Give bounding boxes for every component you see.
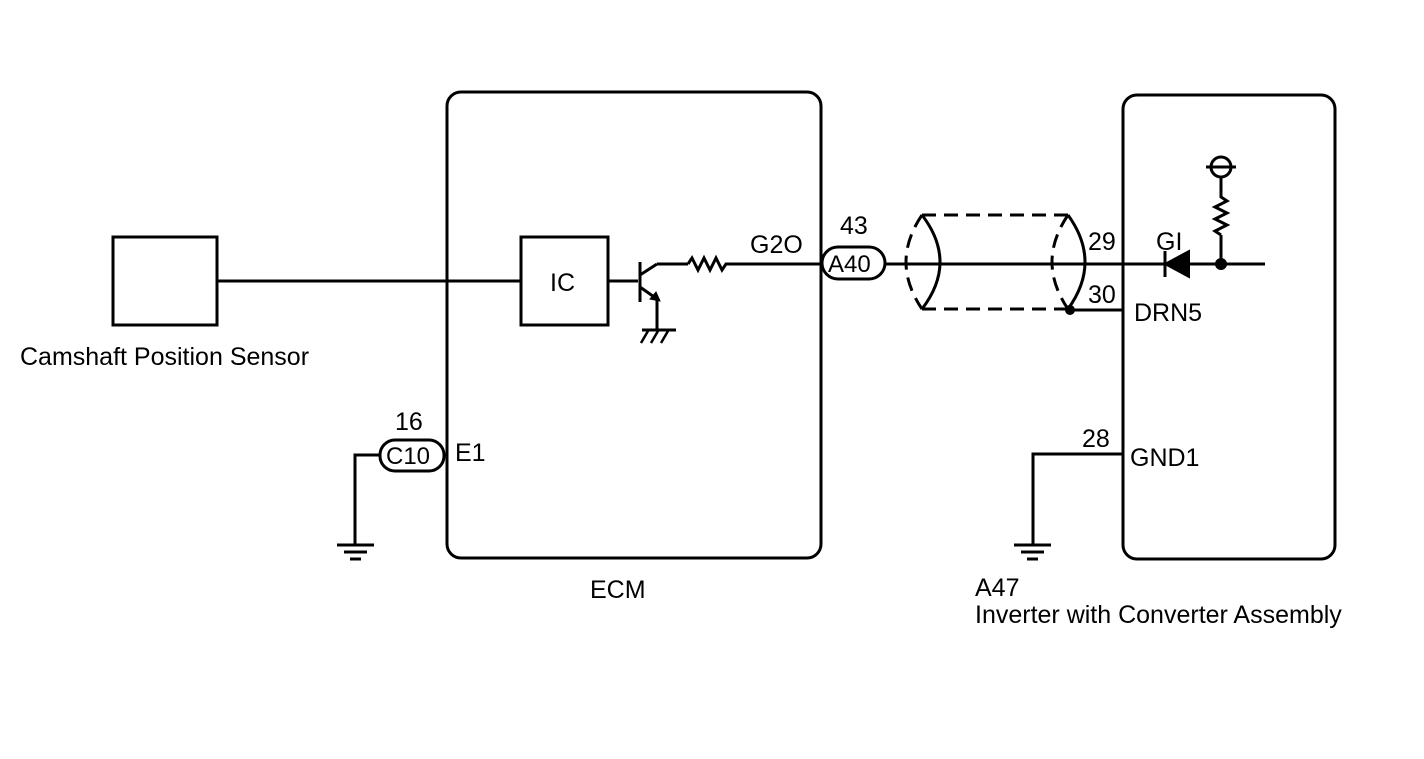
ecm-output-pin-number: 43	[840, 212, 868, 240]
sensor-label: Camshaft Position Sensor	[20, 343, 309, 371]
inverter-pin-drn5-number: 30	[1088, 281, 1116, 309]
inverter-pin-gi-number: 29	[1088, 228, 1116, 256]
shielded-cable-symbol	[904, 213, 1123, 315]
inverter-name-label: Inverter with Converter Assembly	[975, 601, 1342, 629]
ecm: ECM IC G2O 43 A40 16	[378, 90, 887, 604]
ecm-label: ECM	[590, 576, 646, 604]
resistor-symbol	[686, 254, 822, 274]
inverter-pin-gi-name: GI	[1156, 228, 1182, 256]
ic-label: IC	[550, 269, 575, 297]
camshaft-position-sensor: Camshaft Position Sensor	[20, 235, 309, 371]
inverter-pin-drn5-name: DRN5	[1134, 299, 1202, 327]
inverter-assembly: 29 GI 30 DRN5 28 GND1	[1082, 93, 1337, 561]
connector-a40-label: A40	[828, 251, 871, 278]
ecm-box	[445, 90, 823, 560]
inverter-box	[1121, 93, 1337, 561]
chassis-ground-icon	[639, 328, 676, 344]
inverter-id-label: A47	[975, 574, 1019, 602]
ground-icon	[1014, 543, 1051, 561]
pullup-resistor-symbol	[1211, 177, 1231, 237]
inverter-ground-wire	[1031, 452, 1123, 545]
power-supply-icon	[1206, 155, 1236, 179]
ground-icon	[337, 543, 374, 561]
ecm-ground-pin-name: E1	[455, 439, 486, 467]
sensor-box	[111, 235, 219, 327]
ecm-ground-wire	[353, 453, 380, 545]
ecm-output-pin-name: G2O	[750, 231, 803, 259]
ecm-ground-pin-number: 16	[395, 408, 423, 436]
transistor-symbol	[638, 262, 688, 330]
inverter-pin-gnd1-number: 28	[1082, 425, 1110, 453]
inverter-pin-gnd1-name: GND1	[1130, 444, 1199, 472]
connector-c10-label: C10	[386, 443, 430, 470]
